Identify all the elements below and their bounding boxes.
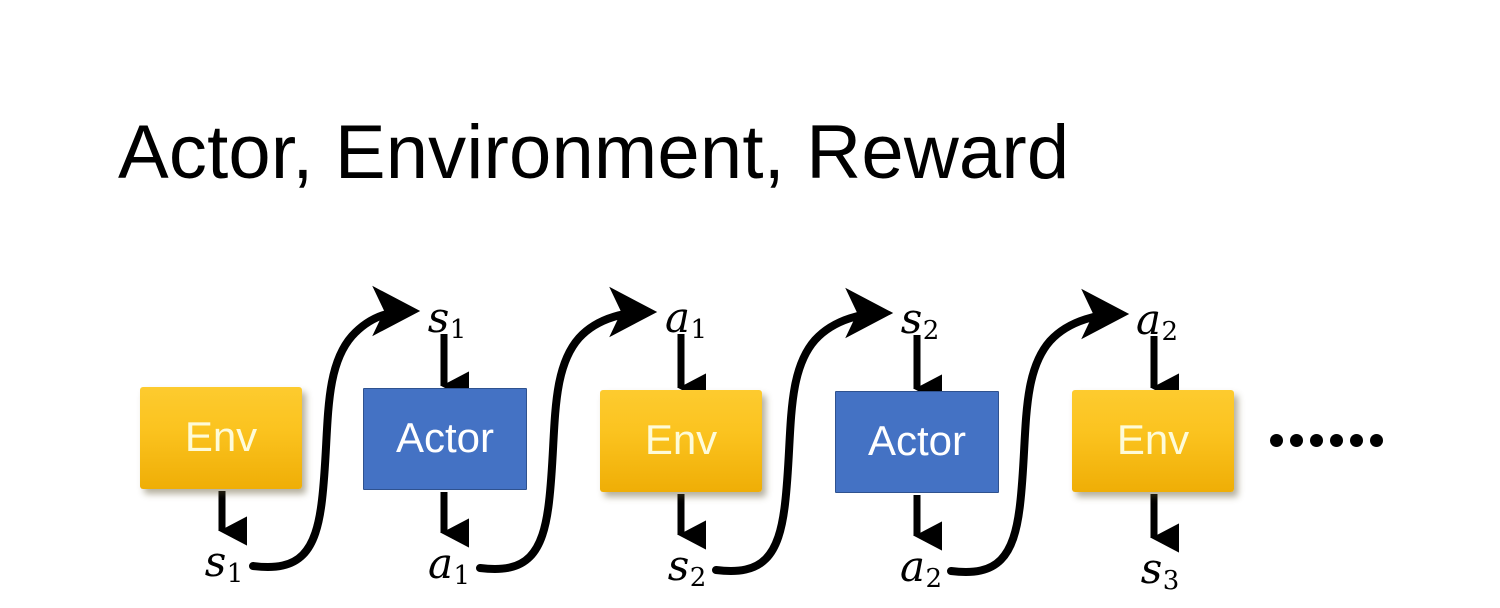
math-base: a [427,539,453,588]
ellipsis-dot-group [1270,434,1323,447]
node-env3[interactable]: Env [1072,390,1234,492]
math-base: s [427,293,450,342]
math-subscript: 1 [449,314,467,345]
math-base: a [899,542,925,591]
math-subscript: 2 [922,315,940,346]
ellipsis-dot [1310,434,1323,447]
math-subscript: 1 [453,560,471,591]
math-base: a [1135,295,1161,344]
math-label-bot-s1: s1 [205,541,244,587]
node-env2[interactable]: Env [600,390,762,492]
node-label: Env [1116,415,1190,463]
ellipsis-dot [1270,434,1283,447]
math-base: s [1140,544,1163,593]
node-label: Env [644,415,718,463]
math-subscript: 3 [1162,565,1180,596]
node-env1[interactable]: Env [140,387,302,489]
math-label-bot-s3: s3 [1141,548,1180,594]
math-label-top-s1: s1 [428,297,467,343]
math-label-top-a2: a2 [1136,299,1178,345]
math-subscript: 1 [226,558,244,589]
node-label: Env [184,412,258,460]
curve-s2-to-top-s2 [712,287,894,575]
math-base: s [204,537,227,586]
curve-a1-to-top-a1 [476,286,658,573]
math-subscript: 1 [690,314,708,345]
math-subscript: 2 [689,562,707,593]
math-label-top-a1: a1 [665,297,707,343]
math-subscript: 2 [925,563,943,594]
math-subscript: 2 [1161,316,1179,347]
curved-arrows [249,285,1130,576]
math-label-top-s2: s2 [901,298,940,344]
node-actor1[interactable]: Actor [363,388,527,490]
math-base: s [667,541,690,590]
math-label-bot-a1: a1 [428,543,470,589]
ellipsis-dot [1350,434,1363,447]
math-base: s [900,294,923,343]
node-label: Actor [867,416,967,464]
curve-a2-to-top-a2 [947,288,1130,576]
ellipsis-dot [1330,434,1343,447]
ellipsis-dot [1370,434,1383,447]
ellipsis-dots [1270,434,1383,447]
straight-arrows [218,334,1180,553]
math-label-bot-a2: a2 [900,546,942,592]
curve-s1-to-top-s1 [249,285,421,571]
page-title: Actor, Environment, Reward [118,110,1070,195]
math-label-bot-s2: s2 [668,545,707,591]
ellipsis-dot-group [1330,434,1383,447]
node-label: Actor [395,413,495,461]
ellipsis-dot [1290,434,1303,447]
math-base: a [664,293,690,342]
node-actor2[interactable]: Actor [835,391,999,493]
